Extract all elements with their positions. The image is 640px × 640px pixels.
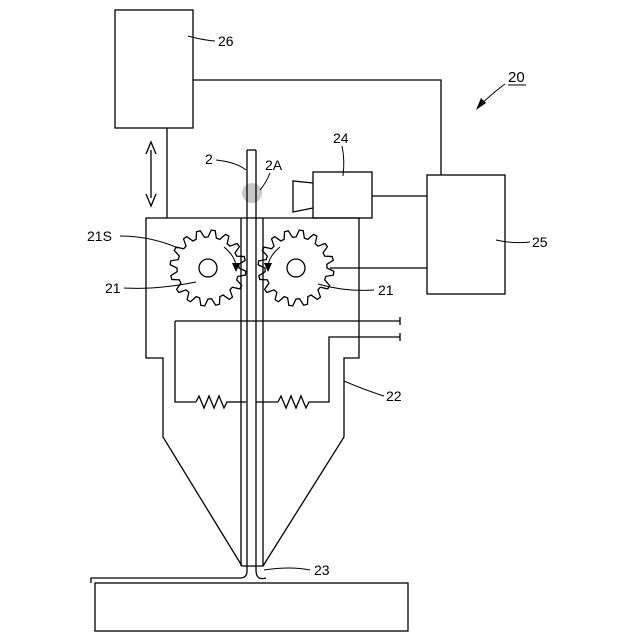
label-2A: 2A [265, 157, 283, 173]
leader-21S [120, 236, 178, 248]
heater-wire-left [175, 321, 196, 402]
resistor-left [196, 396, 230, 408]
nozzle-head-22 [146, 218, 359, 566]
build-plate [95, 583, 408, 631]
leader-26 [188, 36, 215, 41]
observation-spot-2A [242, 183, 262, 203]
wire-26-to-25 [193, 80, 441, 175]
label-22: 22 [386, 388, 402, 404]
leader-22 [344, 381, 384, 396]
label-21-right: 21 [378, 282, 394, 298]
leader-25 [496, 240, 530, 243]
vertical-motion-arrow-icon [146, 142, 156, 206]
controller-box-25 [427, 175, 505, 294]
leader-21-left [124, 282, 196, 288]
label-25: 25 [532, 234, 548, 250]
label-2: 2 [205, 151, 213, 167]
controller-box-26 [115, 10, 193, 128]
figure-label-20: 20 [508, 69, 525, 86]
leader-23 [264, 568, 310, 570]
label-26: 26 [218, 33, 234, 49]
leader-21-right [318, 284, 374, 290]
resistor-right [278, 396, 314, 408]
filament-right-edge [256, 150, 266, 579]
label-23: 23 [314, 562, 330, 578]
leader-2A [260, 173, 270, 190]
label-21-left: 21 [105, 280, 121, 296]
leader-2 [216, 160, 246, 170]
filament [91, 150, 247, 583]
camera-icon [293, 172, 372, 218]
rotation-arrow-left-icon [224, 247, 240, 272]
label-24: 24 [333, 130, 349, 146]
label-21S: 21S [87, 228, 112, 244]
leader-20-arrow [476, 84, 505, 110]
